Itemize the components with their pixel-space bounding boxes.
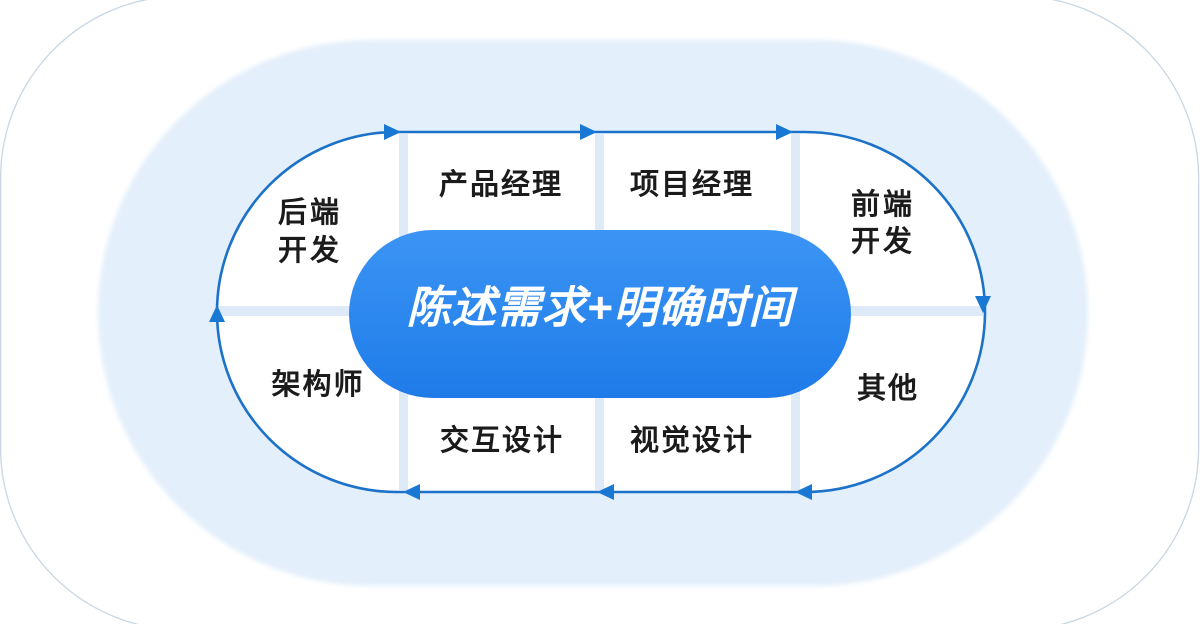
- center-pill: [349, 230, 851, 398]
- label-visual-design: 视觉设计: [630, 424, 754, 457]
- arrow-left-3-icon: [403, 484, 420, 500]
- label-backend-line2: 开发: [278, 234, 342, 267]
- label-frontend-line2: 开发: [851, 225, 915, 258]
- label-other: 其他: [857, 372, 919, 405]
- label-interaction-design: 交互设计: [440, 423, 564, 457]
- label-project-manager: 项目经理: [630, 167, 754, 201]
- arrow-left-1-icon: [795, 484, 812, 500]
- arrow-right-2-icon: [580, 124, 597, 140]
- label-architect: 架构师: [271, 368, 364, 401]
- center-pill-label: 陈述需求+明确时间: [407, 284, 799, 333]
- arrow-right-3-icon: [776, 124, 793, 140]
- arrow-right-1-icon: [384, 124, 401, 140]
- label-frontend-line1: 前端: [851, 187, 915, 221]
- arrow-up-icon: [209, 305, 225, 322]
- arrow-left-2-icon: [597, 484, 614, 500]
- label-backend-line1: 后端: [278, 196, 342, 229]
- label-product-manager: 产品经理: [439, 167, 563, 201]
- arrow-down-icon: [975, 296, 991, 313]
